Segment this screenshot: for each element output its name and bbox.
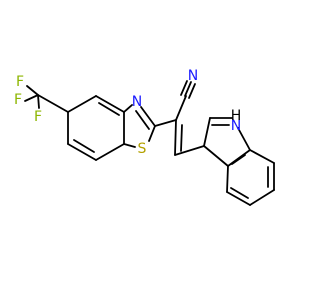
molecule-diagram: F F F N S N N H [14, 68, 275, 206]
thiazole-sulfur-label: S [138, 141, 147, 157]
indole-benzo-ring [226, 149, 275, 206]
nitrile-triple-3 [180, 80, 188, 96]
benzo-bond-5-inner [73, 139, 95, 153]
indole-pyrrole-ring [203, 117, 251, 167]
c2-s-bond [148, 125, 156, 142]
indole-benzo-bond-5 [226, 165, 229, 193]
indole-benzo-bond-1 [249, 149, 275, 164]
n1-c7a-bond [237, 127, 251, 151]
benzo-bond-2-inner [98, 102, 120, 116]
c-f-bottom-bond [37, 94, 40, 109]
c3-c2-bond [203, 117, 211, 147]
indole-benzo-bond-4-inner [230, 187, 249, 199]
fluorine-label-bottom: F [34, 109, 42, 125]
fluorine-label-top: F [16, 74, 24, 90]
n-c2-bond [140, 106, 156, 127]
thiazole-nitrogen-label: N [132, 94, 142, 110]
thiazole-ring [123, 104, 156, 148]
calpha-cbeta-double [180, 124, 183, 152]
fluorine-label-left: F [14, 92, 22, 108]
c3a-c3-bond [203, 145, 229, 167]
benzo-ring [67, 95, 125, 161]
benzo-bond-2 [95, 95, 125, 113]
benzo-bond-5 [67, 143, 97, 161]
benzo-bond-4 [95, 143, 125, 161]
molecule-structure: F F F N S N N H [14, 68, 275, 206]
calpha-cbeta-bond [174, 119, 177, 156]
indole-benzo-bond-4 [226, 191, 251, 206]
nitrile-triple-2 [188, 83, 196, 99]
c-f-top-bond [26, 85, 39, 96]
cbeta-indole-bond [174, 145, 205, 156]
indole-nitrogen-label: N [231, 118, 241, 134]
n-c2-bond-double [135, 110, 150, 130]
s-c-bond [123, 143, 136, 148]
c2-calpha-bond [154, 119, 177, 127]
calpha-cn-bond [175, 95, 187, 121]
indole-hydrogen-label: H [231, 108, 242, 124]
cf3-ring-bond [37, 94, 69, 113]
nitrile-triple-1 [184, 81, 192, 97]
cf3-group-bonds [24, 85, 69, 113]
indole-benzo-bond-3 [249, 189, 275, 206]
benzo-bond-1 [67, 95, 97, 113]
c-f-left-bond [24, 94, 39, 102]
nitrile-nitrogen-label: N [188, 68, 198, 84]
c-n-thiazole-bond [123, 104, 133, 113]
indole-benzo-bond-6-inner [231, 154, 246, 165]
acrylonitrile-linker [154, 80, 205, 156]
